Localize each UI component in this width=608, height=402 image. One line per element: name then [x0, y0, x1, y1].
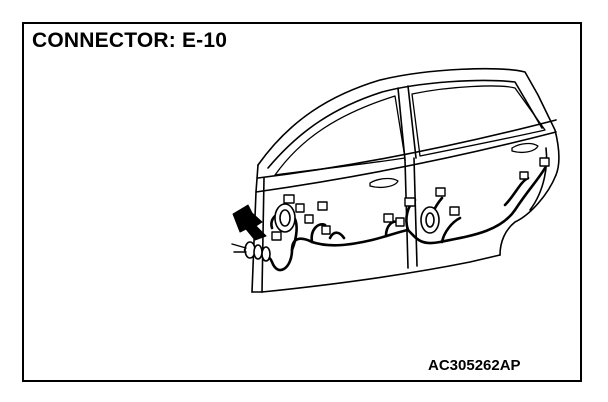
figure-code: AC305262AP [428, 357, 521, 374]
arrow-icon [232, 204, 267, 241]
diagram-title: CONNECTOR: E-10 [32, 29, 228, 52]
car-body-outline [251, 67, 560, 293]
door-speaker-icon [274, 203, 440, 234]
door-handle-icon [369, 142, 539, 188]
harness-connectors [271, 157, 550, 241]
grommet-icon [231, 241, 271, 262]
diagram-frame [22, 22, 582, 382]
